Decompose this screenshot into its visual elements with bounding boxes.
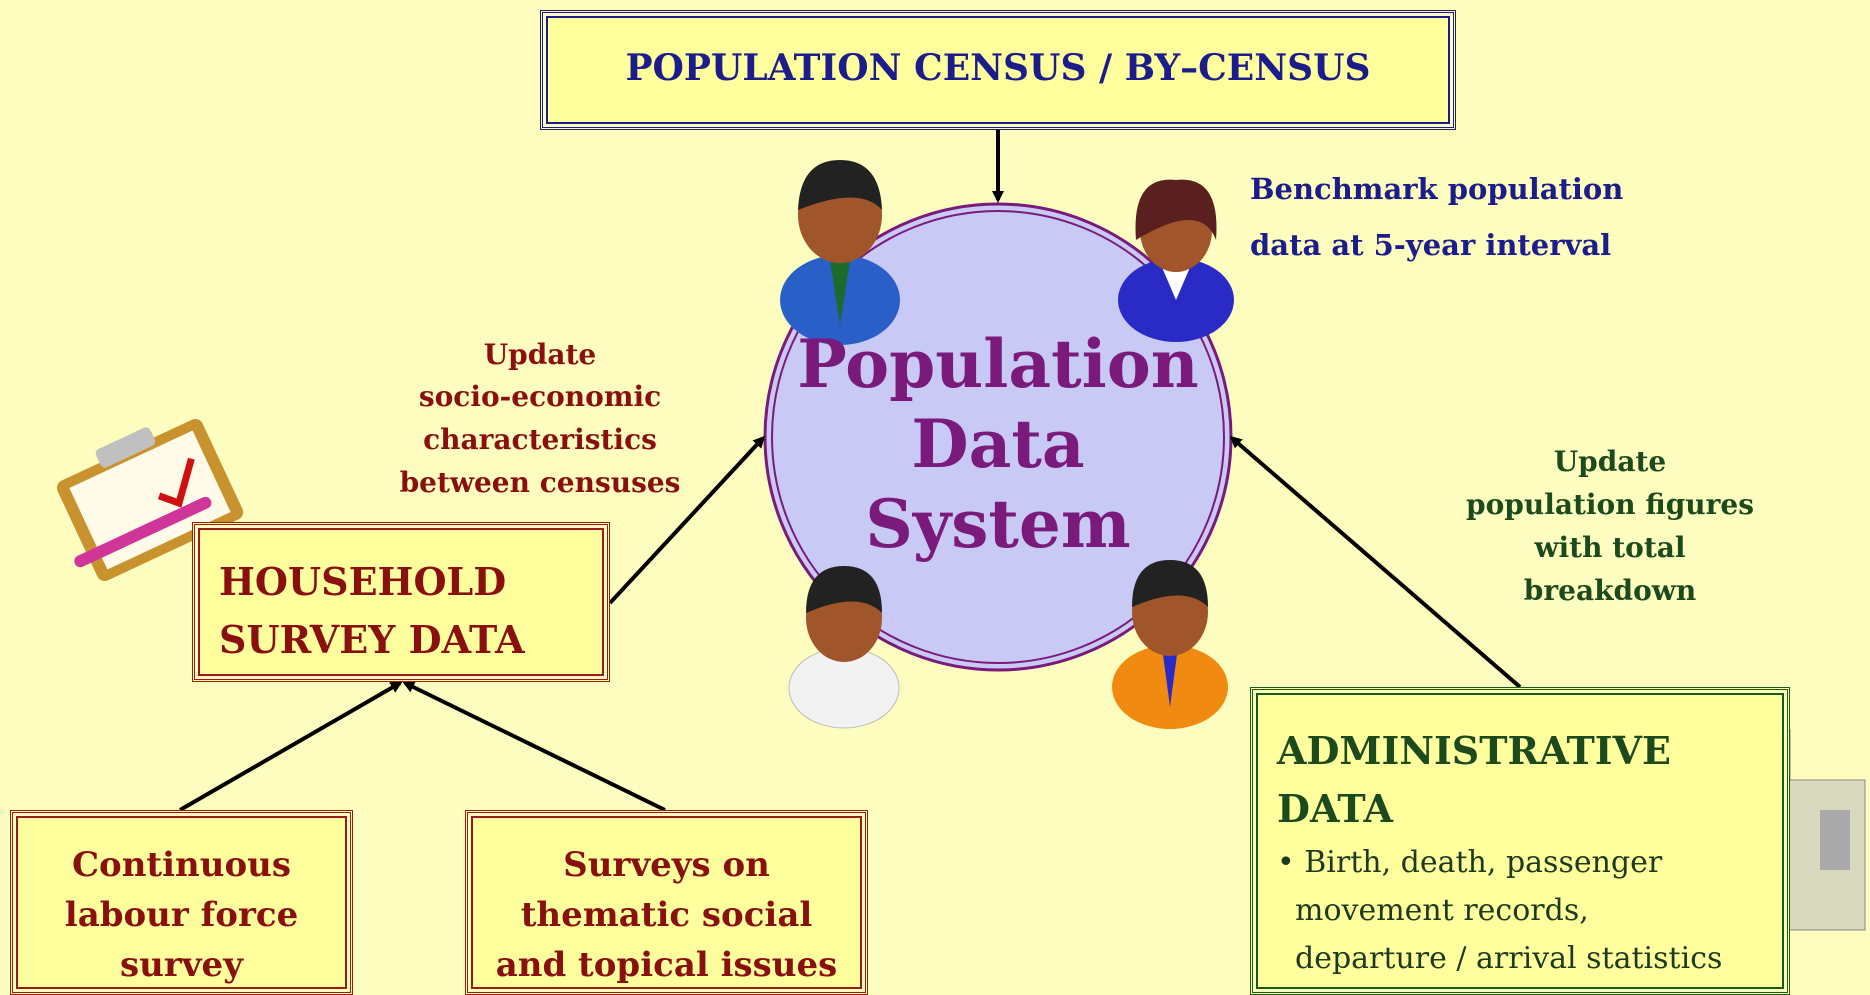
person-icon [788,566,900,729]
person-icon [1112,560,1228,729]
household-note-line4: between censuses [399,466,681,499]
admin-note-line1: Update [1553,445,1667,478]
admin-note-line3: with total [1534,531,1686,564]
arrow-thematic-to-household [402,681,666,812]
admin-title2: DATA [1277,786,1394,831]
household-note-line1: Update [483,338,597,371]
admin-box: ADMINISTRATIVE DATA • Birth, death, pass… [1250,687,1790,995]
thematic-survey-box: Surveys on thematic social and topical i… [465,810,868,995]
household-line1: HOUSEHOLD [219,559,507,604]
census-box: POPULATION CENSUS / BY–CENSUS [540,10,1456,130]
center-line1: Population [797,325,1199,403]
thematic-line3: and topical issues [495,945,838,985]
benchmark-note-line2: data at 5-year interval [1250,228,1612,262]
person-icon [780,160,900,345]
person-icon [1118,179,1234,342]
household-note-line2: socio-economic [418,380,662,413]
household-line2: SURVEY DATA [219,617,525,662]
clipboard-icon [56,418,244,582]
labour-survey-box: Continuous labour force survey [10,810,353,995]
census-title: POPULATION CENSUS / BY–CENSUS [625,47,1371,89]
household-box: HOUSEHOLD SURVEY DATA [192,522,610,682]
center-line2: Data [911,405,1085,483]
arrow-admin-to-center [1229,436,1522,689]
labour-line3: survey [120,945,243,985]
admin-bullet1: • Birth, death, passenger [1277,845,1663,880]
arrow-household-to-center [608,435,766,605]
admin-bullet2: movement records, [1295,893,1589,928]
center-line3: System [865,485,1131,563]
arrow-labour-to-household [179,681,403,812]
admin-note-line4: breakdown [1523,574,1697,607]
benchmark-note-line1: Benchmark population [1250,172,1624,206]
thematic-line1: Surveys on [563,845,770,885]
labour-line2: labour force [64,895,299,935]
admin-bullet3: departure / arrival statistics [1295,941,1723,976]
admin-note-line2: population figures [1466,488,1754,521]
household-note-line3: characteristics [423,423,657,456]
labour-line1: Continuous [71,845,292,885]
admin-title1: ADMINISTRATIVE [1277,728,1671,773]
thematic-line2: thematic social [520,895,813,935]
